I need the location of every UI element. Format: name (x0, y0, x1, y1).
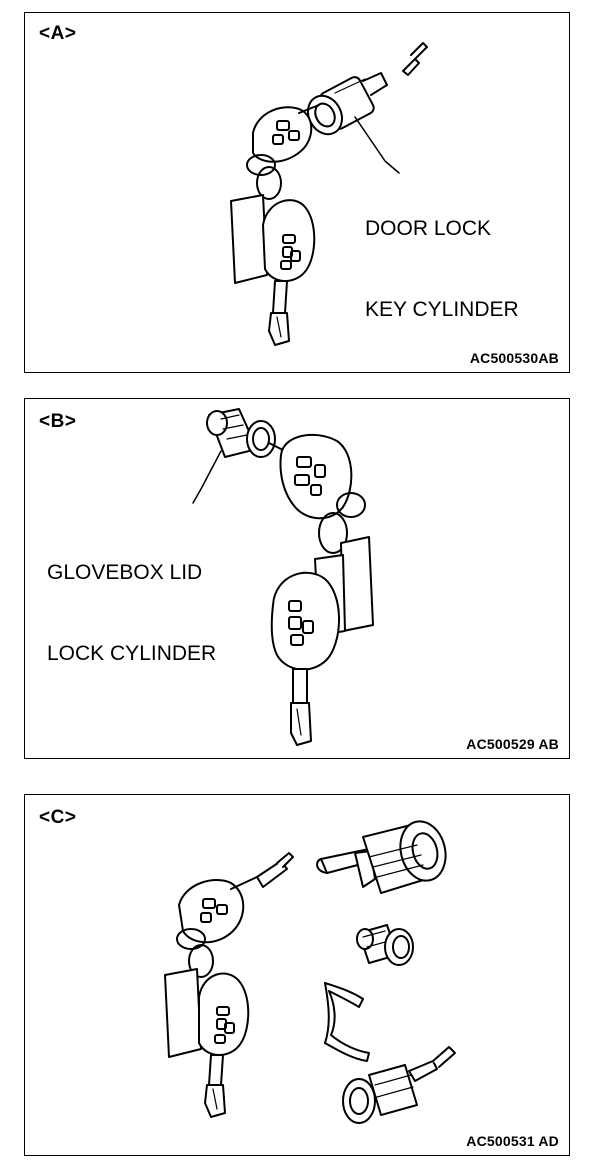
key-ring-1 (176, 928, 206, 950)
panel-a-illustration (230, 42, 428, 346)
key-ring-1 (246, 154, 276, 176)
key-ring-2 (318, 512, 348, 554)
key-blade-lower (208, 1054, 224, 1086)
door-lock-cylinder (342, 1046, 456, 1124)
key-tag (164, 968, 202, 1058)
callout-leader (192, 450, 222, 504)
panel-c: <C> (24, 794, 570, 1156)
panel-a-tag: <A> (39, 23, 77, 44)
panel-b-tag: <B> (39, 411, 77, 432)
key-blade (402, 58, 420, 76)
panel-a: <A> (24, 12, 570, 373)
lock-cylinder-large (316, 820, 447, 894)
callout-line-1: DOOR LOCK (365, 217, 492, 240)
figure-code-c: AC500531 AD (466, 1133, 559, 1149)
remote-key-upper (268, 433, 353, 520)
figure-code-b: AC500529 AB (466, 736, 559, 752)
panel-b: <B> (24, 398, 570, 759)
callout-leader (354, 116, 400, 174)
key-tag-1 (340, 536, 374, 632)
key-blade-lower (272, 280, 288, 314)
remote-key-upper (178, 852, 294, 944)
panel-c-illustration (164, 820, 456, 1124)
retaining-clip (324, 982, 370, 1062)
key-ring-1 (336, 492, 366, 518)
remote-key-lower (262, 199, 316, 282)
callout-line-2: LOCK CYLINDER (47, 642, 217, 665)
key-blade-lower (292, 668, 308, 704)
glovebox-lock-cylinder (206, 408, 276, 458)
callout-line-1: GLOVEBOX LID (47, 561, 203, 584)
callout-line-2: KEY CYLINDER (365, 298, 519, 321)
key-ring-2 (188, 944, 214, 978)
panel-b-illustration (192, 408, 374, 746)
lock-cylinder-small (356, 924, 414, 966)
panel-c-tag: <C> (39, 807, 77, 828)
remote-key-lower (198, 972, 250, 1056)
glovebox-lock-callout: GLOVEBOX LID LOCK CYLINDER (47, 505, 216, 721)
key-ring-2 (256, 166, 282, 200)
remote-key-upper (252, 104, 320, 163)
key-tag (230, 194, 268, 284)
figure-code-a: AC500530AB (469, 350, 559, 366)
remote-key-lower (270, 571, 340, 671)
door-lock-callout: DOOR LOCK KEY CYLINDER (365, 161, 519, 377)
